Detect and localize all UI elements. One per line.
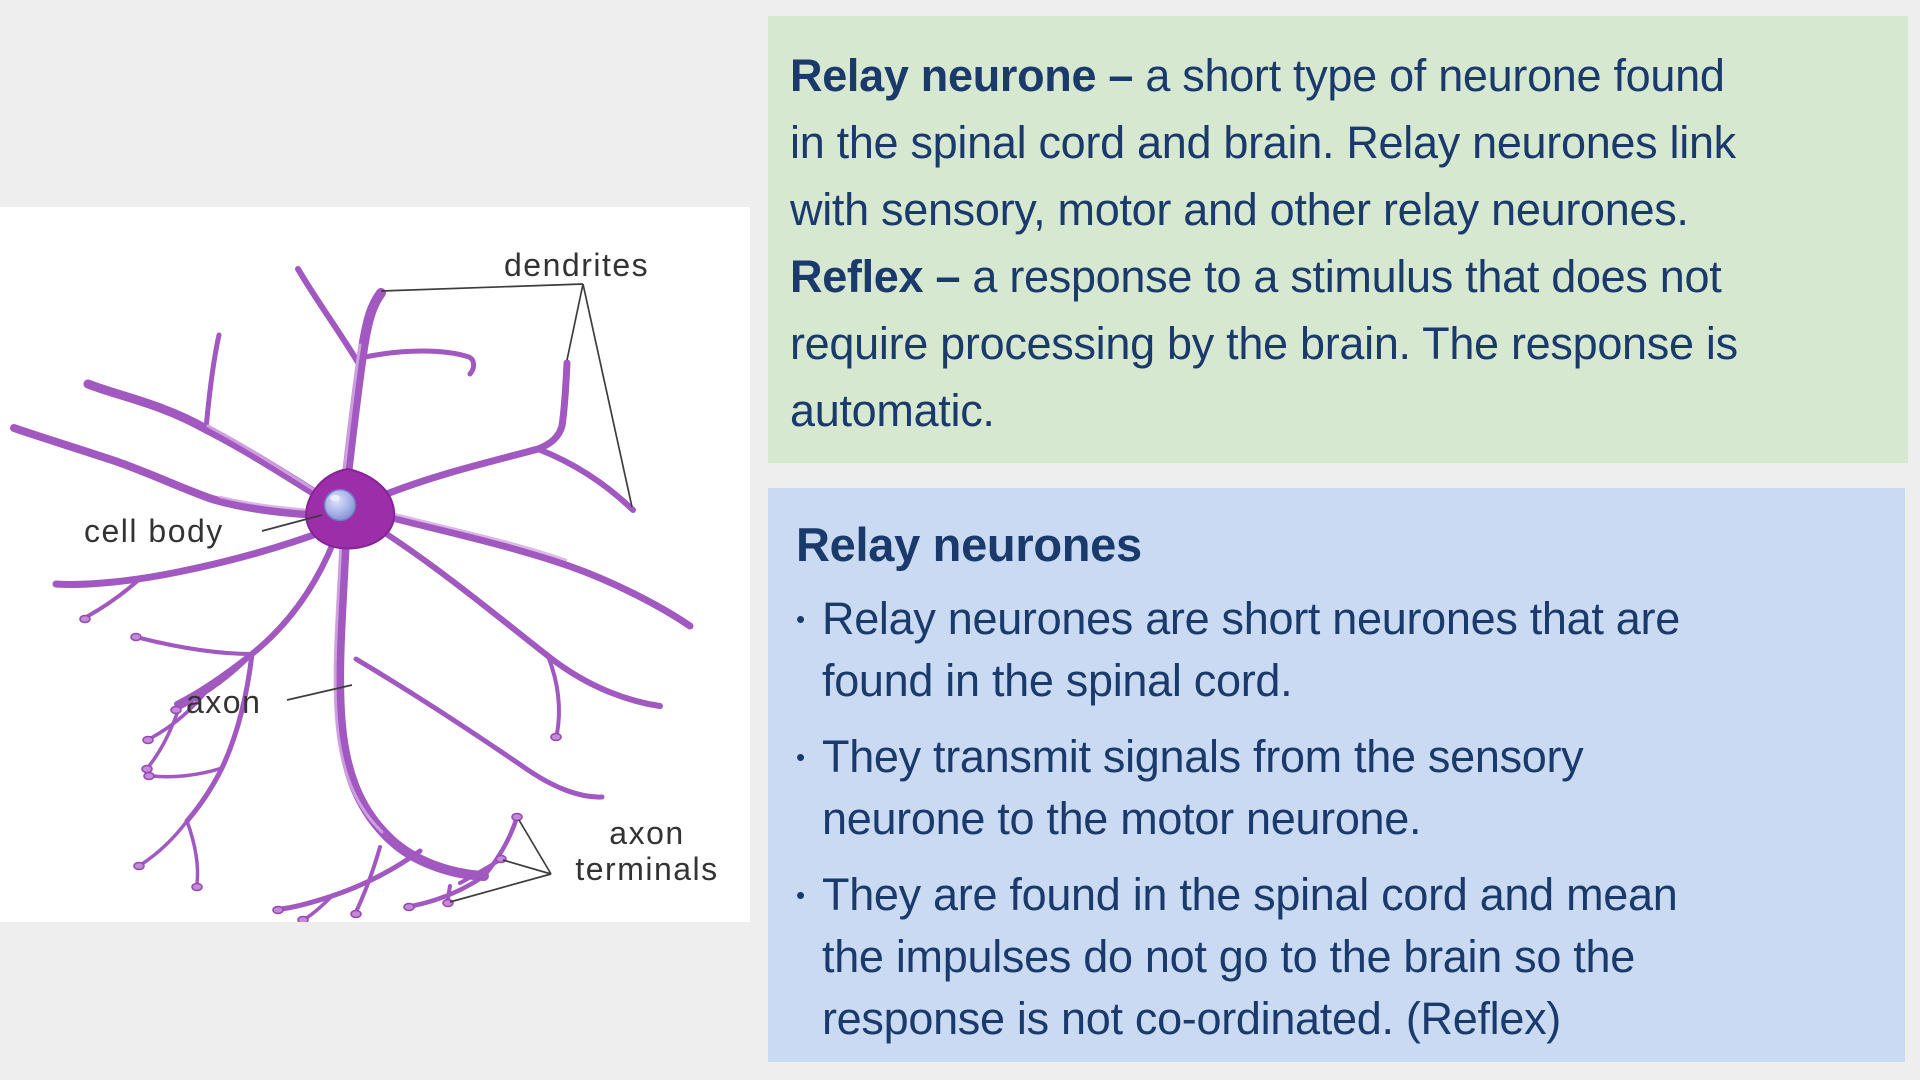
label-axon-terminals-line1: axon xyxy=(609,815,685,851)
neuron-branches xyxy=(10,266,694,921)
label-cell-body: cell body xyxy=(84,513,224,549)
definition-line: Relay neurone – a short type of neurone … xyxy=(790,50,1725,101)
bullet-marker: • xyxy=(796,742,806,772)
bullet-list: • Relay neurones are short neurones that … xyxy=(796,588,1885,1050)
neuron-illustration xyxy=(10,266,694,922)
definition-line: automatic. xyxy=(790,385,995,436)
notes-heading: Relay neurones xyxy=(796,518,1142,571)
bullet-line: found in the spinal cord. xyxy=(822,655,1293,706)
definition-line: with sensory, motor and other relay neur… xyxy=(790,184,1689,235)
neuron-diagram-panel: dendrites cell body axon axon terminals xyxy=(0,207,750,922)
bullet-marker: • xyxy=(796,604,806,634)
bullet-item: • They transmit signals from the sensory n… xyxy=(796,726,1885,850)
bullet-line: They are found in the spinal cord and me… xyxy=(822,869,1678,920)
bullet-item: • Relay neurones are short neurones that … xyxy=(796,588,1885,712)
label-dendrites: dendrites xyxy=(504,247,650,283)
nucleus xyxy=(323,488,357,522)
axon-terminal-feet xyxy=(79,614,562,922)
bullet-line: the impulses do not go to the brain so t… xyxy=(822,931,1635,982)
notes-box: Relay neurones • Relay neurones are short… xyxy=(768,488,1905,1062)
definition-line: require processing by the brain. The res… xyxy=(790,318,1738,369)
definition-line: Reflex – a response to a stimulus that d… xyxy=(790,251,1722,302)
bullet-line: They transmit signals from the sensory xyxy=(822,731,1584,782)
cell-body-shape xyxy=(305,467,396,550)
label-leader-lines xyxy=(261,283,633,903)
bullet-line: neurone to the motor neurone. xyxy=(822,793,1422,844)
label-axon-terminals: axon terminals xyxy=(556,815,738,887)
bullet-item: • They are found in the spinal cord and m… xyxy=(796,864,1885,1050)
label-axon-terminals-line2: terminals xyxy=(575,851,719,887)
label-axon: axon xyxy=(186,684,262,720)
bullet-line: response is not co-ordinated. (Reflex) xyxy=(822,993,1561,1044)
definitions-box: Relay neurone – a short type of neurone … xyxy=(768,16,1908,463)
definition-line: in the spinal cord and brain. Relay neur… xyxy=(790,117,1736,168)
bullet-line: Relay neurones are short neurones that a… xyxy=(822,593,1680,644)
bullet-marker: • xyxy=(796,880,806,910)
